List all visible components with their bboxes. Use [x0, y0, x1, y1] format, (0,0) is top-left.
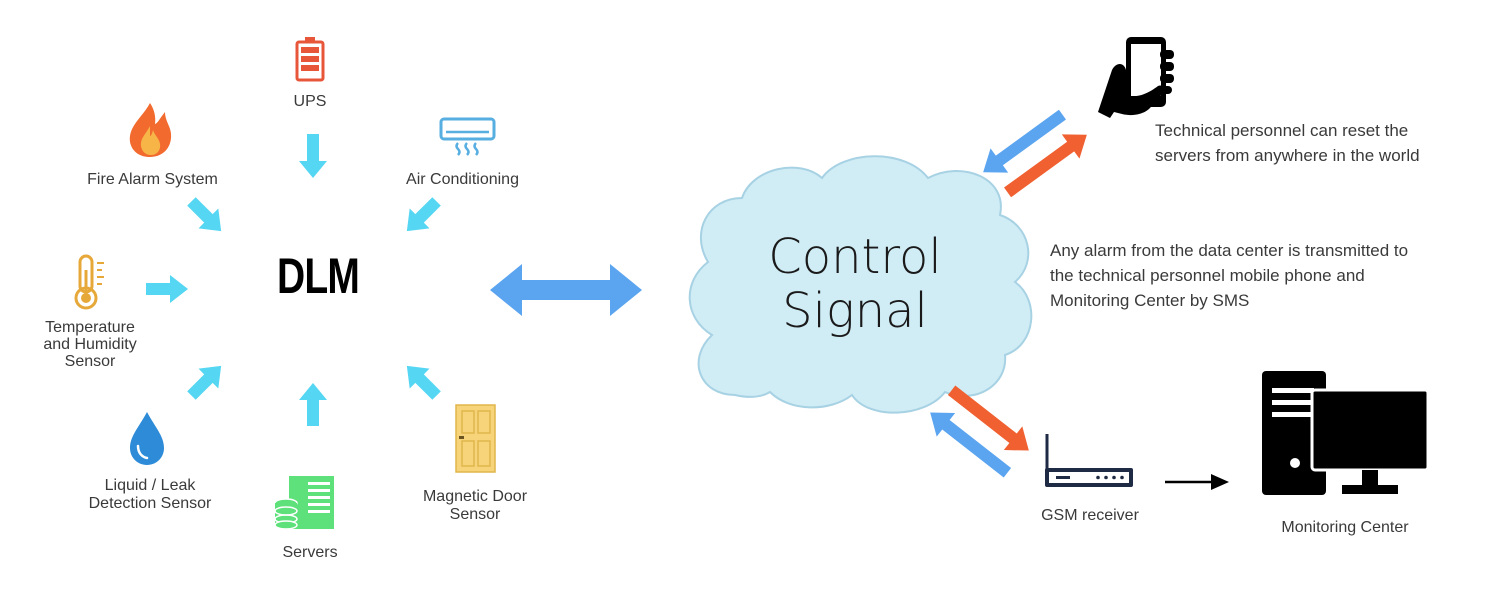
air-conditioning-label: Air Conditioning — [406, 171, 519, 188]
control-signal-cloud — [688, 155, 1033, 414]
arrow-fire-to-dlm — [187, 197, 222, 232]
magnetic-door-line-1: Magnetic Door — [422, 488, 528, 505]
magnetic-door-line-2: Sensor — [449, 506, 501, 523]
mobile-note-line-1: Technical personnel can reset the — [1155, 121, 1409, 140]
dlm-hub-label: DLM — [277, 248, 360, 304]
fire-icon — [129, 103, 172, 157]
alarm-note: Any alarm from the data center is transm… — [1050, 238, 1408, 313]
arrow-door-to-dlm — [406, 365, 441, 400]
leak-line-1: Liquid / Leak — [104, 477, 196, 494]
leak-line-2: Detection Sensor — [88, 495, 212, 512]
arrow-servers-to-dlm — [299, 383, 327, 426]
alarm-note-line-1: Any alarm from the data center is transm… — [1050, 241, 1409, 260]
ups-label: UPS — [293, 93, 327, 110]
arrow-ups-to-dlm — [299, 134, 327, 178]
arrow-cloud-to-gsm — [947, 385, 1029, 451]
mobile-note: Technical personnel can reset the server… — [1155, 118, 1420, 168]
ups-battery-icon — [295, 37, 325, 82]
inbound-arrows — [146, 134, 441, 426]
arrow-gsm-to-monitoring — [1165, 474, 1229, 490]
temp-humidity-label: Temperature and Humidity Sensor — [25, 319, 155, 370]
temp-humidity-line-1: Temperature — [45, 319, 135, 336]
arrow-ac-to-dlm — [406, 197, 441, 232]
temp-humidity-line-2: and Humidity — [43, 336, 137, 353]
alarm-note-line-3: Monitoring Center by SMS — [1050, 291, 1250, 310]
mobile-phone-hand-icon — [1098, 37, 1174, 118]
arrow-gsm-to-cloud — [930, 412, 1012, 478]
thermometer-icon — [74, 254, 104, 310]
door-icon — [455, 404, 496, 473]
cloud-line-2: Signal — [782, 283, 928, 339]
desktop-computer-icon — [1262, 371, 1430, 495]
mobile-note-line-2: servers from anywhere in the world — [1155, 146, 1420, 165]
monitoring-center-label: Monitoring Center — [1281, 519, 1409, 536]
gsm-router-icon — [1045, 434, 1133, 487]
cloud-label: Control Signal — [740, 230, 970, 338]
bidirectional-arrow-dlm-cloud — [490, 264, 642, 316]
servers-label: Servers — [282, 544, 338, 561]
fire-alarm-label: Fire Alarm System — [87, 171, 218, 188]
arrow-leak-to-dlm — [187, 365, 222, 400]
water-drop-icon — [130, 412, 164, 465]
arrow-temp-to-dlm — [146, 275, 188, 303]
server-database-icon — [274, 476, 334, 530]
magnetic-door-label: Magnetic Door Sensor — [400, 488, 550, 524]
arrow-cloud-to-phone — [983, 109, 1066, 173]
air-conditioner-icon — [439, 117, 496, 156]
arrow-phone-to-cloud — [1004, 134, 1087, 198]
gsm-receiver-label: GSM receiver — [1041, 507, 1139, 524]
temp-humidity-line-3: Sensor — [64, 353, 116, 370]
cloud-line-1: Control — [768, 229, 942, 285]
alarm-note-line-2: the technical personnel mobile phone and — [1050, 266, 1365, 285]
leak-label: Liquid / Leak Detection Sensor — [70, 477, 230, 513]
